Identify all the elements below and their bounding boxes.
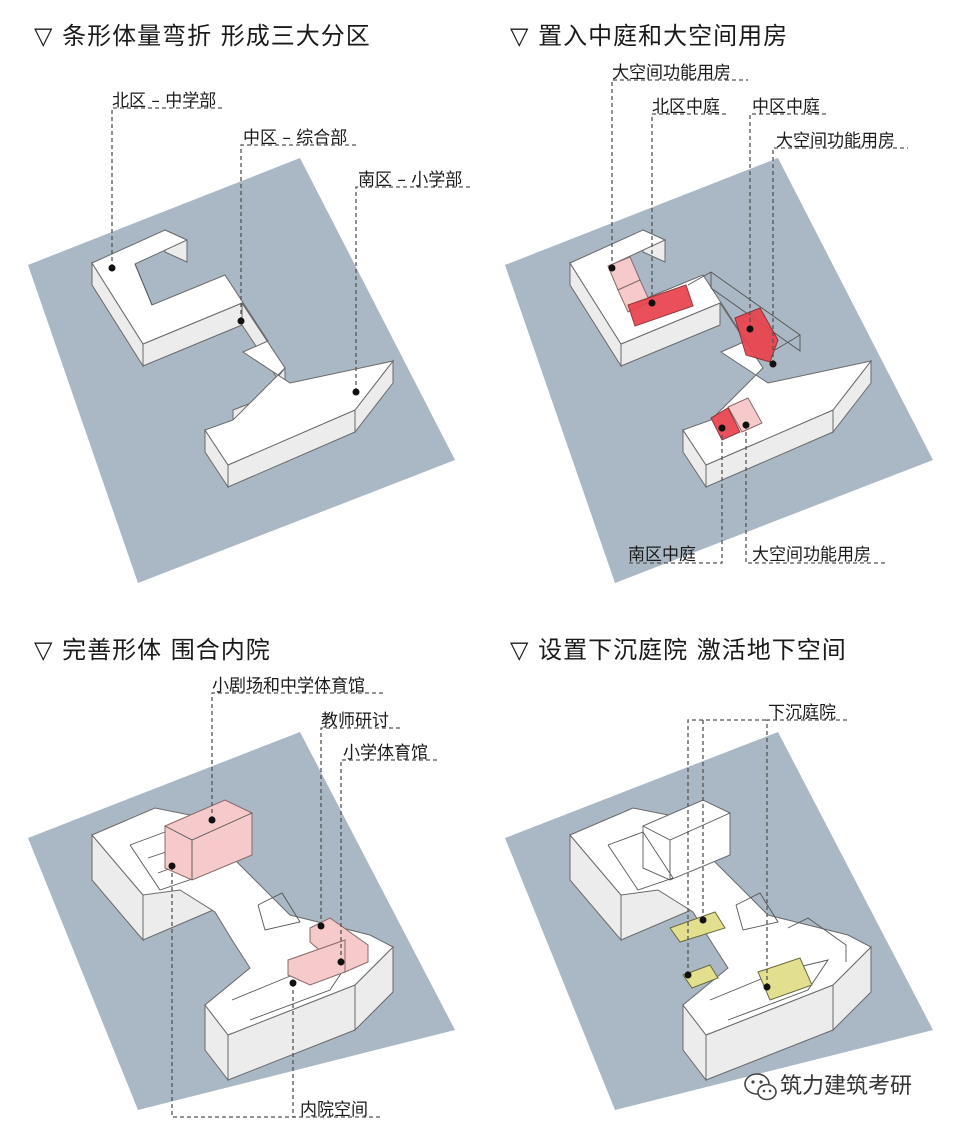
panel-2-diagram — [505, 79, 933, 583]
label-large-space-1: 大空间功能用房 — [612, 63, 731, 83]
label-theater-gym: 小剧场和中学体育馆 — [212, 676, 365, 696]
label-south-atrium: 南区中庭 — [628, 545, 696, 565]
label-teacher-seminar: 教师研讨 — [321, 711, 389, 731]
label-large-space-2: 大空间功能用房 — [776, 131, 895, 151]
label-middle-zone: 中区 – 综合部 — [243, 128, 348, 148]
massing-top — [91, 229, 395, 466]
label-south-zone: 南区 – 小学部 — [358, 170, 463, 190]
label-sunken-court: 下沉庭院 — [768, 703, 836, 723]
panel-1-title: ▽ 条形体量弯折 形成三大分区 — [34, 22, 371, 50]
leader-dot — [108, 264, 116, 272]
wechat-icon — [744, 1073, 777, 1101]
panel-1-diagram — [28, 107, 473, 583]
watermark-text: 筑力建筑考研 — [780, 1074, 913, 1099]
label-middle-atrium: 中区中庭 — [752, 97, 820, 117]
label-inner-courtyard: 内院空间 — [300, 1100, 368, 1120]
watermark: 筑力建筑考研 — [780, 1068, 912, 1100]
panel-3-title: ▽ 完善形体 围合内院 — [34, 636, 271, 664]
theater-gym-block — [164, 799, 253, 881]
label-north-zone: 北区 – 中学部 — [112, 91, 217, 111]
panel-3-diagram — [28, 692, 455, 1118]
panel-4-title: ▽ 设置下沉庭院 激活地下空间 — [510, 636, 847, 664]
label-large-space-3: 大空间功能用房 — [752, 545, 871, 565]
panel-2-title: ▽ 置入中庭和大空间用房 — [510, 22, 789, 50]
atrium — [627, 284, 694, 327]
label-north-atrium: 北区中庭 — [652, 97, 720, 117]
label-primary-gym: 小学体育馆 — [343, 743, 428, 763]
panel-4-diagram — [505, 719, 933, 1110]
sunken-court — [669, 911, 726, 943]
